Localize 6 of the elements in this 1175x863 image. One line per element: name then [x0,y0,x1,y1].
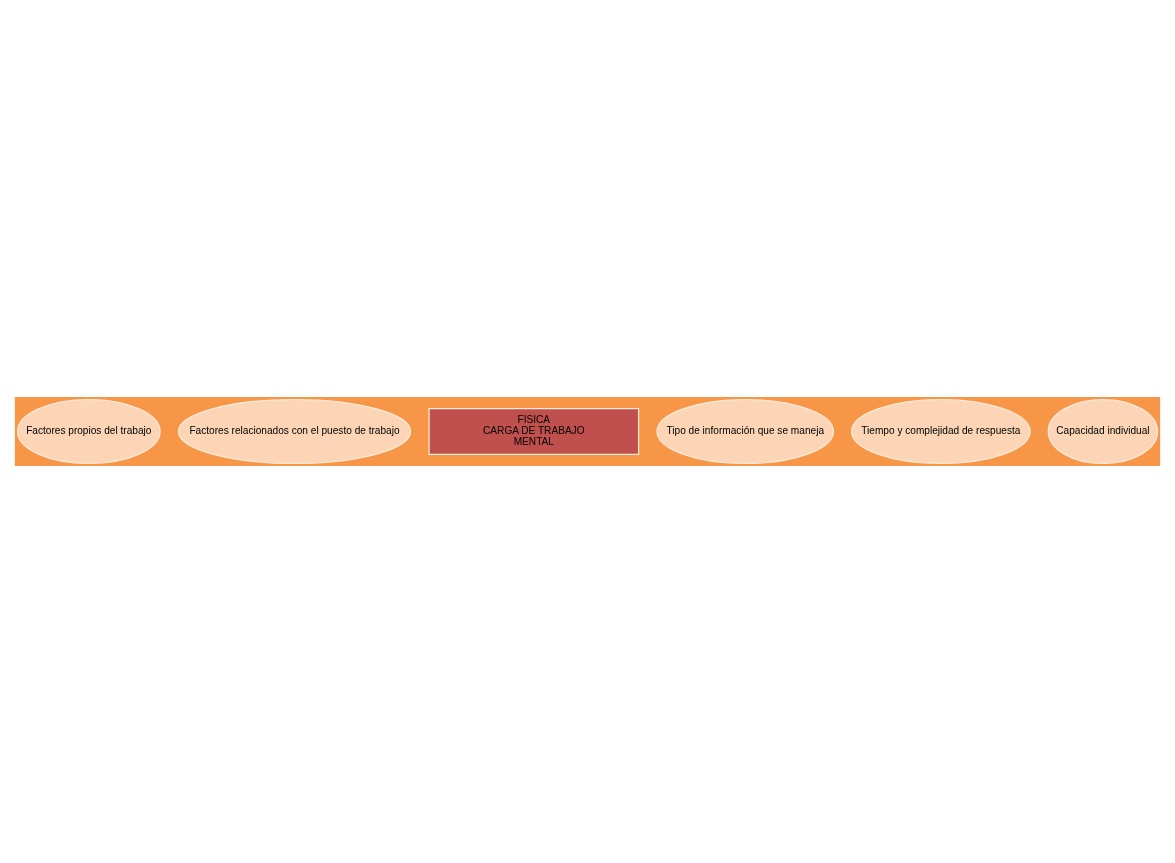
node-ellipse: Capacidad individual [1047,398,1159,465]
node-ellipse: Factores relacionados con el puesto de trabajo [177,398,412,465]
node-ellipse: Factores propios del trabajo [16,398,161,465]
node-ellipse: Tiempo y complejidad de respuesta [850,398,1031,465]
node-ellipse: Tipo de información que se maneja [656,398,835,465]
node-box: FISICA CARGA DE TRABAJO MENTAL [428,408,640,455]
